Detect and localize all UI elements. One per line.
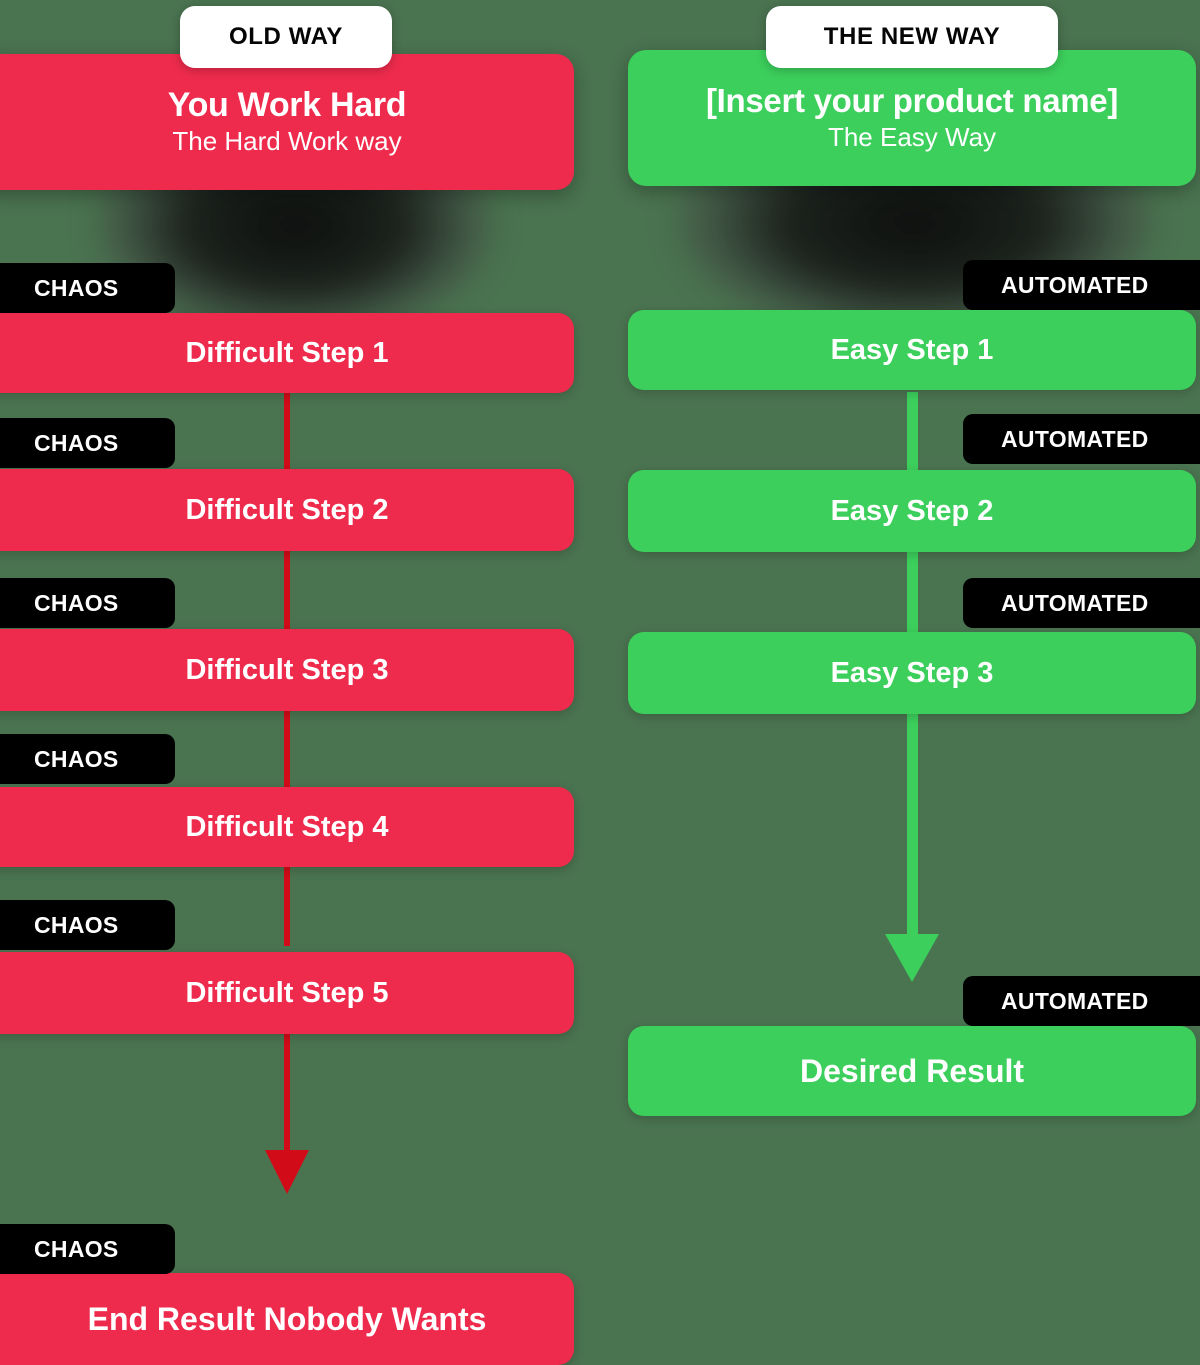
connector-step4-step5 (284, 866, 290, 946)
step-card-difficult-step-1[interactable]: Difficult Step 1 (0, 313, 574, 393)
step-label: Desired Result (799, 1052, 1025, 1089)
old-way-subtitle: The Hard Work way (172, 126, 402, 157)
step-card-easy-step-1[interactable]: Easy Step 1 (628, 310, 1196, 390)
new-way-badge-label: THE NEW WAY (823, 23, 1001, 50)
old-way-badge-label: OLD WAY (229, 23, 343, 50)
tag-automated-result: AUTOMATED (963, 976, 1200, 1026)
old-way-column (0, 0, 600, 1364)
step-card-easy-step-2[interactable]: Easy Step 2 (628, 470, 1196, 552)
new-way-title: [Insert your product name] (705, 81, 1119, 119)
tag-label: CHAOS (34, 1235, 119, 1262)
tag-label: AUTOMATED (1001, 987, 1149, 1014)
tag-label: CHAOS (34, 274, 119, 301)
step-label: Easy Step 3 (830, 656, 994, 689)
connector-step1-step2 (284, 392, 290, 470)
step-label: Difficult Step 5 (185, 976, 389, 1009)
connector-step3-step4 (284, 710, 290, 788)
step-label: Difficult Step 1 (185, 336, 389, 369)
step-card-difficult-step-4[interactable]: Difficult Step 4 (0, 787, 574, 867)
step-card-easy-step-3[interactable]: Easy Step 3 (628, 632, 1196, 714)
tag-label: CHAOS (34, 589, 119, 616)
connector-step2-step3 (284, 550, 290, 630)
tag-label: CHAOS (34, 745, 119, 772)
connector-easy3-result (907, 712, 918, 934)
step-label: Difficult Step 2 (185, 493, 389, 526)
tag-label: CHAOS (34, 911, 119, 938)
step-label: Difficult Step 3 (185, 653, 389, 686)
arrow-head-green-icon (885, 934, 939, 982)
step-label: End Result Nobody Wants (87, 1300, 487, 1337)
connector-easy1-easy2 (907, 392, 918, 472)
new-way-title-card: [Insert your product name] The Easy Way (628, 50, 1196, 186)
tag-automated-step-1: AUTOMATED (963, 260, 1200, 310)
new-way-badge: THE NEW WAY (766, 6, 1058, 68)
old-way-badge: OLD WAY (180, 6, 392, 68)
tag-chaos-step-2: CHAOS (0, 418, 175, 468)
tag-chaos-result: CHAOS (0, 1224, 175, 1274)
step-card-difficult-step-5[interactable]: Difficult Step 5 (0, 952, 574, 1034)
connector-step5-result (284, 1032, 290, 1150)
tag-label: AUTOMATED (1001, 271, 1149, 298)
step-label: Easy Step 1 (830, 333, 994, 366)
arrow-head-red-icon (265, 1150, 309, 1194)
new-way-subtitle: The Easy Way (827, 121, 997, 152)
old-way-title-card: You Work Hard The Hard Work way (0, 54, 574, 190)
tag-label: CHAOS (34, 429, 119, 456)
tag-chaos-step-4: CHAOS (0, 734, 175, 784)
tag-chaos-step-5: CHAOS (0, 900, 175, 950)
step-card-end-result[interactable]: End Result Nobody Wants (0, 1273, 574, 1365)
tag-chaos-step-1: CHAOS (0, 263, 175, 313)
new-way-column (600, 0, 1200, 1364)
tag-label: AUTOMATED (1001, 425, 1149, 452)
tag-automated-step-3: AUTOMATED (963, 578, 1200, 628)
step-card-difficult-step-3[interactable]: Difficult Step 3 (0, 629, 574, 711)
connector-easy2-easy3 (907, 552, 918, 632)
step-label: Easy Step 2 (830, 494, 994, 527)
step-card-desired-result[interactable]: Desired Result (628, 1026, 1196, 1116)
step-card-difficult-step-2[interactable]: Difficult Step 2 (0, 469, 574, 551)
old-way-title: You Work Hard (167, 86, 407, 125)
step-label: Difficult Step 4 (185, 810, 389, 843)
tag-label: AUTOMATED (1001, 589, 1149, 616)
tag-chaos-step-3: CHAOS (0, 578, 175, 628)
tag-automated-step-2: AUTOMATED (963, 414, 1200, 464)
